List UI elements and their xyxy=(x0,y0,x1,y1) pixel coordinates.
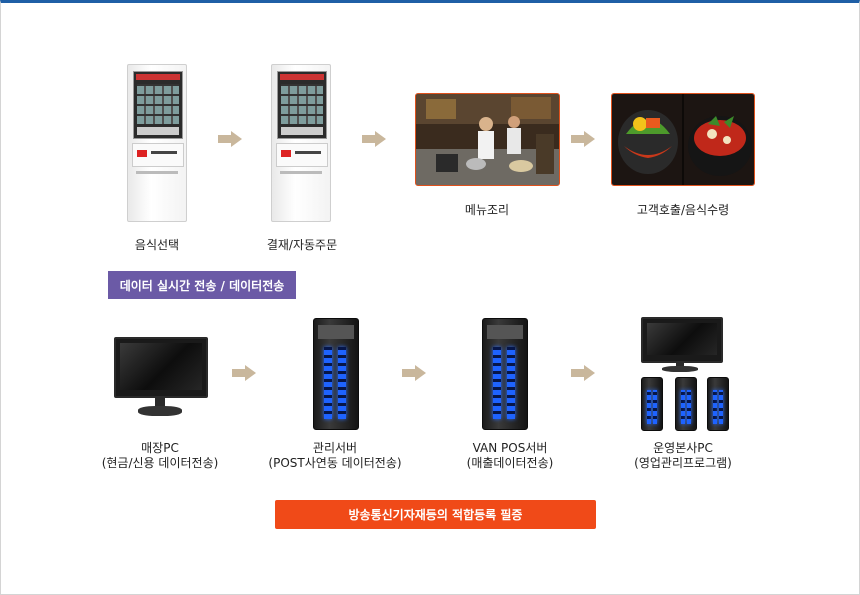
node-label-hq-pc-title: 운영본사PC xyxy=(653,441,713,455)
korean-food-photo xyxy=(611,93,755,186)
node-label-hq-pc: 운영본사PC (영업관리프로그램) xyxy=(603,441,763,471)
arrow-right-icon xyxy=(402,365,426,381)
van-pos-server-tower-icon xyxy=(482,318,528,430)
node-label-store-pc: 매장PC (현금/신용 데이터전송) xyxy=(80,441,240,471)
node-label-management-server-desc: (POST사연동 데이터전송) xyxy=(268,456,402,470)
hq-tower-icon xyxy=(675,377,697,431)
arrow-right-icon xyxy=(571,131,595,147)
arrow-right-icon xyxy=(362,131,386,147)
hq-tower-icon xyxy=(641,377,663,431)
node-label-management-server-title: 관리서버 xyxy=(312,441,358,455)
step-label-customer-call: 고객호출/음식수령 xyxy=(636,203,730,217)
arrow-right-icon xyxy=(232,365,256,381)
node-label-store-pc-desc: (현금/신용 데이터전송) xyxy=(101,456,219,470)
hq-monitor-stand xyxy=(676,361,684,368)
hq-tower-icon xyxy=(707,377,729,431)
node-label-store-pc-title: 매장PC xyxy=(141,441,179,455)
node-label-van-pos-server-title: VAN POS서버 xyxy=(472,441,548,455)
node-label-van-pos-server-desc: (매출데이터전송) xyxy=(466,456,554,470)
arrow-right-icon xyxy=(218,131,242,147)
step-label-cooking: 메뉴조리 xyxy=(464,203,510,217)
node-label-hq-pc-desc: (영업관리프로그램) xyxy=(634,456,732,470)
hq-pc-monitor-icon xyxy=(641,317,723,363)
node-label-management-server: 관리서버 (POST사연동 데이터전송) xyxy=(255,441,415,471)
monitor-base xyxy=(138,406,182,416)
arrow-right-icon xyxy=(571,365,595,381)
kiosk-image-1 xyxy=(127,64,187,222)
step-label-food-select: 음식선택 xyxy=(134,238,180,252)
hq-monitor-base xyxy=(662,366,698,372)
step-label-payment: 결재/자동주문 xyxy=(266,238,338,252)
monitor-stand xyxy=(155,396,165,408)
management-server-tower-icon xyxy=(313,318,359,430)
realtime-data-badge: 데이터 실시간 전송 / 데이터전송 xyxy=(108,271,296,299)
kiosk-image-2 xyxy=(271,64,331,222)
certification-notice-badge[interactable]: 방송통신기자재등의 적합등록 필증 xyxy=(275,500,596,529)
store-pc-monitor-icon xyxy=(114,337,208,398)
kitchen-cooking-photo xyxy=(415,93,560,186)
node-label-van-pos-server: VAN POS서버 (매출데이터전송) xyxy=(430,441,590,471)
